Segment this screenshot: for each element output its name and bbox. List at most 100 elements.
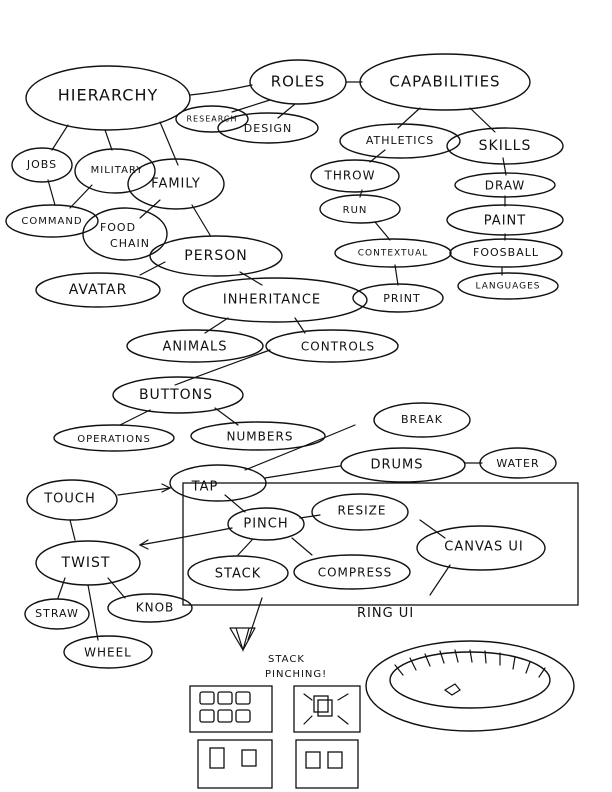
node-hierarchy: HIERARCHY: [26, 66, 190, 130]
svg-text:FAMILY: FAMILY: [151, 177, 201, 192]
svg-text:STRAW: STRAW: [35, 607, 79, 620]
stack-pinching-panel-4: [296, 740, 358, 788]
svg-text:CHAIN: CHAIN: [110, 237, 150, 250]
svg-text:TWIST: TWIST: [61, 555, 111, 571]
edge-jobs-command: [48, 180, 55, 205]
ring-ui-sketch: [366, 641, 574, 731]
node-pinch: PINCH: [228, 508, 304, 540]
stack-pinching-label-line2: PINCHING!: [265, 669, 327, 680]
svg-text:TOUCH: TOUCH: [43, 492, 96, 507]
edge-pinch-twist: [140, 528, 232, 545]
edge-tap-pinch: [225, 495, 245, 512]
edge-tap-drums: [265, 466, 340, 478]
nodes: HIERARCHY ROLES CAPABILITIES RESEARCH DE…: [6, 54, 563, 668]
node-controls: CONTROLS: [266, 330, 398, 362]
svg-text:LANGUAGES: LANGUAGES: [475, 282, 540, 292]
edge-hierarchy-jobs: [52, 125, 68, 150]
svg-text:WATER: WATER: [496, 457, 539, 470]
node-foosball: FOOSBALL: [450, 239, 562, 267]
svg-text:FOOSBALL: FOOSBALL: [473, 246, 539, 259]
node-straw: STRAW: [25, 599, 89, 629]
svg-text:JOBS: JOBS: [26, 158, 57, 171]
node-buttons: BUTTONS: [113, 377, 243, 413]
edge-inheritance-controls: [295, 318, 305, 333]
node-paint: PAINT: [447, 205, 563, 235]
svg-text:ATHLETICS: ATHLETICS: [366, 134, 434, 147]
edge-ring-arrow: [248, 598, 262, 640]
node-food-chain: FOOD CHAIN: [83, 208, 167, 260]
edge-pinch-compress: [292, 538, 312, 555]
svg-text:INHERITANCE: INHERITANCE: [223, 293, 321, 308]
svg-text:FOOD: FOOD: [100, 221, 136, 234]
edge-pinch-stack: [238, 540, 252, 555]
stack-pinching-panel-3: [198, 740, 272, 788]
svg-text:CANVAS UI: CANVAS UI: [444, 540, 523, 555]
edge-hierarchy-roles: [190, 85, 252, 95]
svg-text:KNOB: KNOB: [136, 601, 175, 615]
node-draw: DRAW: [455, 173, 555, 197]
node-military: MILITARY: [75, 149, 155, 193]
svg-text:STACK: STACK: [215, 567, 261, 582]
svg-text:HIERARCHY: HIERARCHY: [58, 86, 159, 105]
stack-pinching-panel-2: [294, 686, 360, 732]
edge-roles-design: [278, 104, 295, 118]
svg-text:NUMBERS: NUMBERS: [227, 430, 294, 444]
stack-pinching-label-line1: STACK: [268, 654, 305, 665]
svg-text:PINCH: PINCH: [243, 517, 288, 532]
svg-text:BUTTONS: BUTTONS: [139, 387, 213, 403]
node-compress: COMPRESS: [294, 555, 410, 589]
node-family: FAMILY: [128, 159, 224, 209]
node-knob: KNOB: [108, 594, 192, 622]
node-water: WATER: [480, 448, 556, 478]
node-jobs: JOBS: [12, 148, 72, 182]
node-operations: OPERATIONS: [54, 425, 174, 451]
node-drums: DRUMS: [341, 448, 465, 482]
svg-text:COMMAND: COMMAND: [21, 216, 82, 227]
edge-hierarchy-military: [105, 130, 112, 150]
svg-text:ROLES: ROLES: [271, 73, 326, 91]
node-command: COMMAND: [6, 205, 98, 237]
edge-buttons-operations: [120, 410, 150, 425]
stack-pinching-panel-1: [190, 686, 272, 732]
node-run: RUN: [320, 195, 400, 223]
svg-text:WHEEL: WHEEL: [84, 646, 132, 660]
svg-text:DESIGN: DESIGN: [244, 122, 292, 135]
svg-text:ANIMALS: ANIMALS: [162, 340, 227, 355]
node-throw: THROW: [311, 160, 399, 192]
node-stack: STACK: [188, 556, 288, 590]
svg-text:TAP: TAP: [191, 480, 219, 495]
ring-ui-label: RING UI: [357, 606, 414, 621]
svg-text:PERSON: PERSON: [184, 248, 247, 264]
node-athletics: ATHLETICS: [340, 124, 460, 158]
svg-text:COMPRESS: COMPRESS: [318, 566, 393, 580]
svg-text:AVATAR: AVATAR: [69, 282, 128, 298]
svg-text:THROW: THROW: [323, 169, 375, 183]
node-capabilities: CAPABILITIES: [360, 54, 530, 110]
node-touch: TOUCH: [27, 480, 117, 520]
svg-text:CONTEXTUAL: CONTEXTUAL: [358, 249, 429, 259]
svg-text:BREAK: BREAK: [401, 413, 443, 426]
node-animals: ANIMALS: [127, 330, 263, 362]
svg-text:PAINT: PAINT: [484, 214, 526, 229]
edge-military-command: [70, 185, 92, 208]
node-design: DESIGN: [218, 113, 318, 143]
svg-text:PRINT: PRINT: [383, 292, 420, 305]
node-avatar: AVATAR: [36, 273, 160, 307]
edge-touch-twist: [70, 520, 75, 540]
edge-resize-canvas: [420, 520, 445, 538]
node-twist: TWIST: [36, 541, 140, 585]
node-break: BREAK: [374, 403, 470, 437]
svg-text:DRUMS: DRUMS: [370, 458, 423, 473]
edge-run-contextual: [375, 222, 390, 240]
edge-pinch-resize: [300, 515, 320, 518]
node-research: RESEARCH: [176, 106, 248, 132]
node-skills: SKILLS: [447, 128, 563, 164]
node-languages: LANGUAGES: [458, 273, 558, 299]
node-numbers: NUMBERS: [191, 422, 325, 450]
svg-text:SKILLS: SKILLS: [479, 138, 532, 154]
svg-text:CONTROLS: CONTROLS: [301, 340, 375, 354]
node-person: PERSON: [150, 236, 282, 276]
edge-controls-buttons: [175, 350, 270, 385]
edge-contextual-print: [395, 265, 398, 285]
